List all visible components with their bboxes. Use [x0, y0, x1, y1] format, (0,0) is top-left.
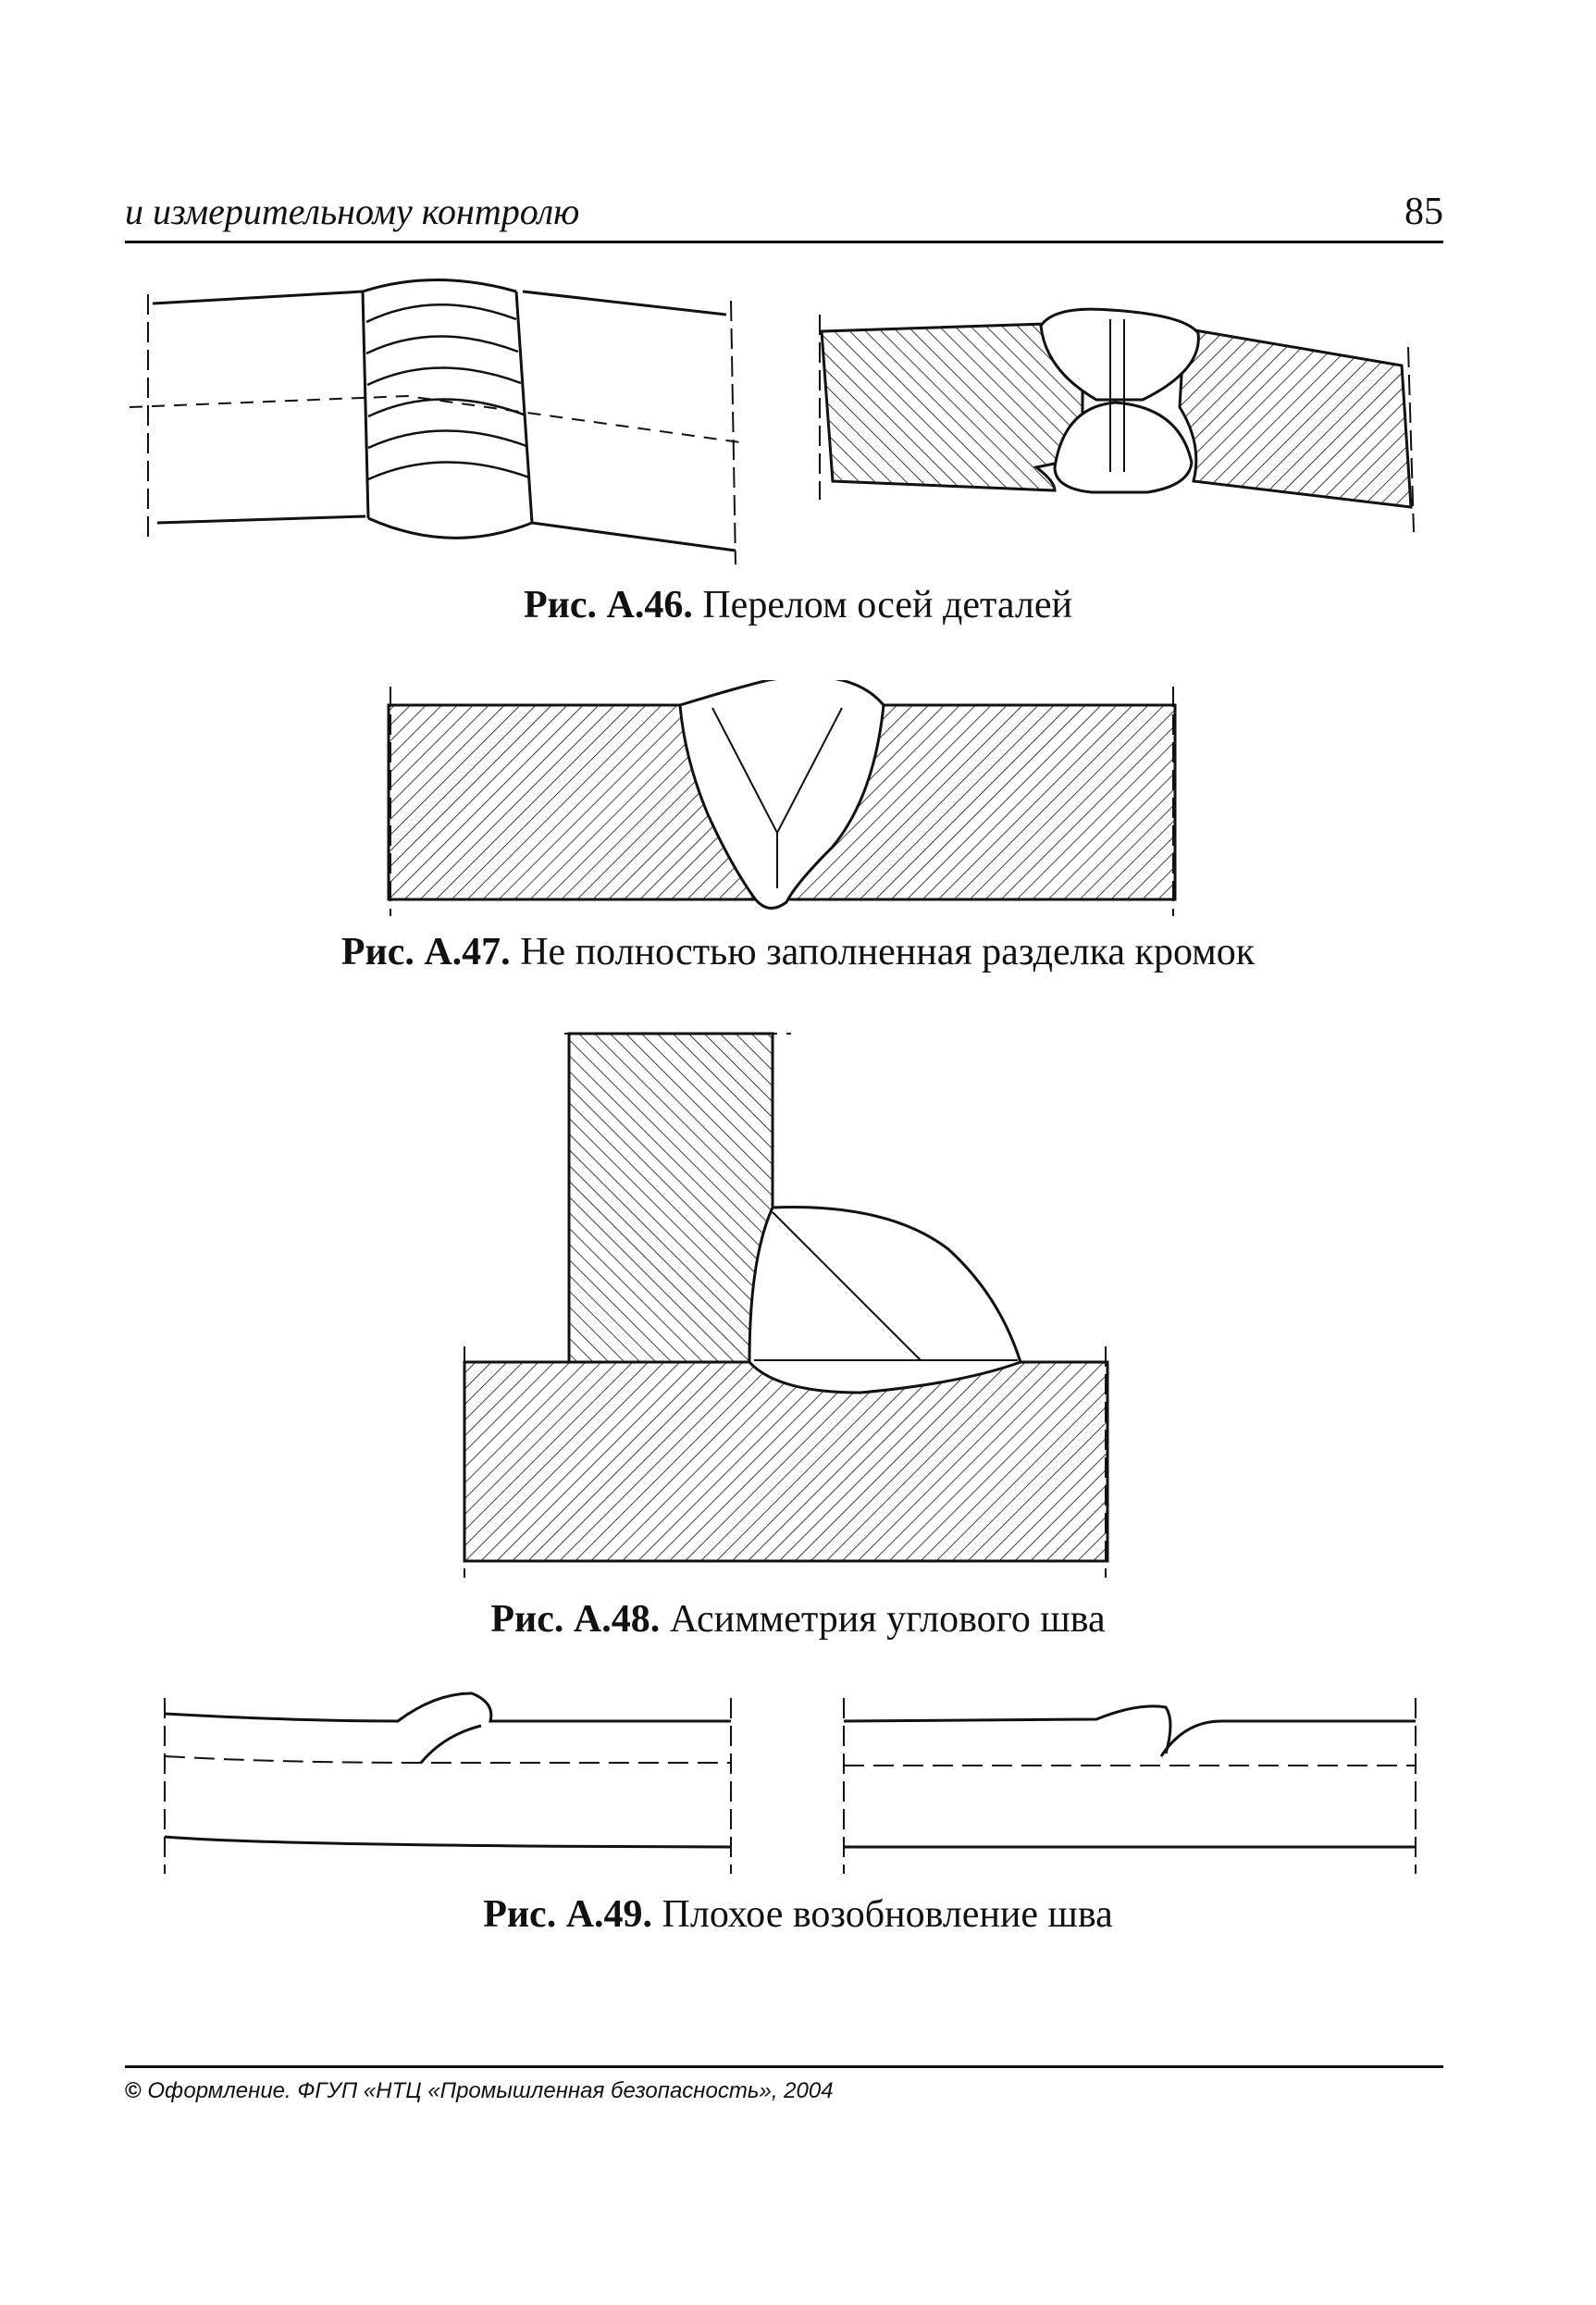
running-header: и измерительному контролю: [125, 191, 580, 232]
footer-text: Оформление. ФГУП «НТЦ «Промышленная безо…: [147, 2078, 834, 2103]
figure-a46-drawing: [129, 279, 1415, 564]
figure-a49-number: Рис. А.49.: [483, 1893, 653, 1936]
page-number: 85: [1404, 191, 1443, 233]
figure-a47-title: Не полностью заполненная разделка кромок: [520, 931, 1256, 973]
figure-a49-drawing: [164, 1692, 1417, 1874]
figure-a47-caption: Рис. А.47. Не полностью заполненная разд…: [0, 930, 1596, 974]
figure-a48-title: Асимметрия углового шва: [669, 1598, 1106, 1641]
figure-a47-number: Рис. А.47.: [340, 931, 511, 973]
copyright-symbol: ©: [125, 2078, 142, 2103]
figure-a49-caption: Рис. А.49. Плохое возобновление шва: [0, 1892, 1596, 1937]
footer-copyright: © Оформление. ФГУП «НТЦ «Промышленная бе…: [125, 2078, 834, 2104]
footer-rule: [125, 2065, 1443, 2068]
header-rule: [125, 241, 1443, 243]
figure-a47-drawing: [387, 680, 1177, 916]
figure-a48-drawing: [463, 1032, 1109, 1578]
figure-a48-number: Рис. А.48.: [490, 1598, 661, 1641]
figure-a46-title: Перелом осей деталей: [702, 584, 1072, 626]
figure-a48-caption: Рис. А.48. Асимметрия углового шва: [0, 1597, 1596, 1642]
figure-a46-caption: Рис. А.46. Перелом осей деталей: [0, 583, 1596, 627]
figure-a46-number: Рис. А.46.: [524, 584, 693, 626]
figure-a49-title: Плохое возобновление шва: [662, 1893, 1113, 1936]
